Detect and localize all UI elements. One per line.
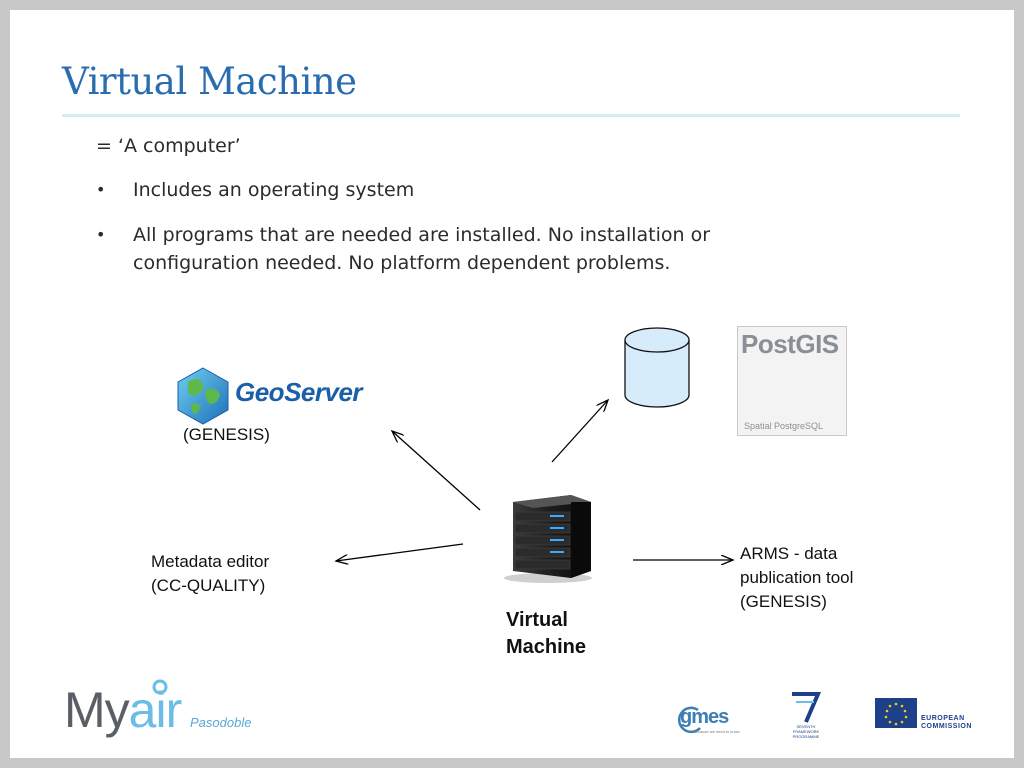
gmes-tagline: Because we need to know <box>693 729 740 734</box>
eu-commission-logo: EUROPEAN COMMISSION <box>921 715 972 731</box>
fp7-caption: SEVENTH FRAMEWORK PROGRAMME <box>792 724 820 739</box>
bullet-2-text-line1: All programs that are needed are install… <box>133 224 711 246</box>
intro-line: = ‘A computer’ <box>96 135 241 157</box>
eu-line2: COMMISSION <box>921 723 972 730</box>
gmes-logo: gmes <box>680 706 729 728</box>
metadata-editor-line2: (CC-QUALITY) <box>151 576 266 595</box>
pasodoble-text: Pasodoble <box>190 715 252 730</box>
postgis-logo: PostGIS Spatial PostgreSQL <box>737 326 847 436</box>
arms-line1: ARMS - data <box>740 544 838 563</box>
postgis-subtitle: Spatial PostgreSQL <box>744 421 824 431</box>
slide: Virtual Machine = ‘A computer’ • Include… <box>10 10 1014 758</box>
eu-line1: EUROPEAN <box>921 715 965 722</box>
slide-title: Virtual Machine <box>62 60 357 103</box>
geoserver-logo: GeoServer <box>235 377 363 407</box>
bullet-marker: • <box>96 180 106 199</box>
bullet-marker: • <box>96 225 106 244</box>
arrow-to-geoserver <box>392 431 481 511</box>
postgis-title: PostGIS <box>741 329 839 359</box>
database-cylinder-icon <box>624 327 690 408</box>
myair-dot-icon <box>152 679 168 695</box>
myair-air: air <box>128 682 183 738</box>
myair-logo: Myair <box>64 682 183 738</box>
arms-line3: (GENESIS) <box>740 592 827 611</box>
vm-label-line2: Machine <box>506 636 587 658</box>
fp7-logo-icon <box>792 692 822 723</box>
arrow-to-metadata-editor <box>336 543 464 561</box>
globe-icon <box>177 367 229 425</box>
arrow-to-database <box>551 400 608 463</box>
bullet-2-text-line2: configuration needed. No platform depend… <box>133 252 671 274</box>
arms-line2: publication tool <box>740 568 854 587</box>
bullet-1-text: Includes an operating system <box>133 179 415 201</box>
title-divider <box>62 114 960 117</box>
vm-label-line1: Virtual <box>506 609 568 631</box>
metadata-editor-line1: Metadata editor <box>151 552 270 571</box>
myair-my: My <box>64 682 130 738</box>
geoserver-caption: (GENESIS) <box>183 425 270 444</box>
gmes-logo-icon <box>677 706 701 734</box>
eu-flag-icon <box>875 698 917 728</box>
server-icon <box>504 495 592 583</box>
